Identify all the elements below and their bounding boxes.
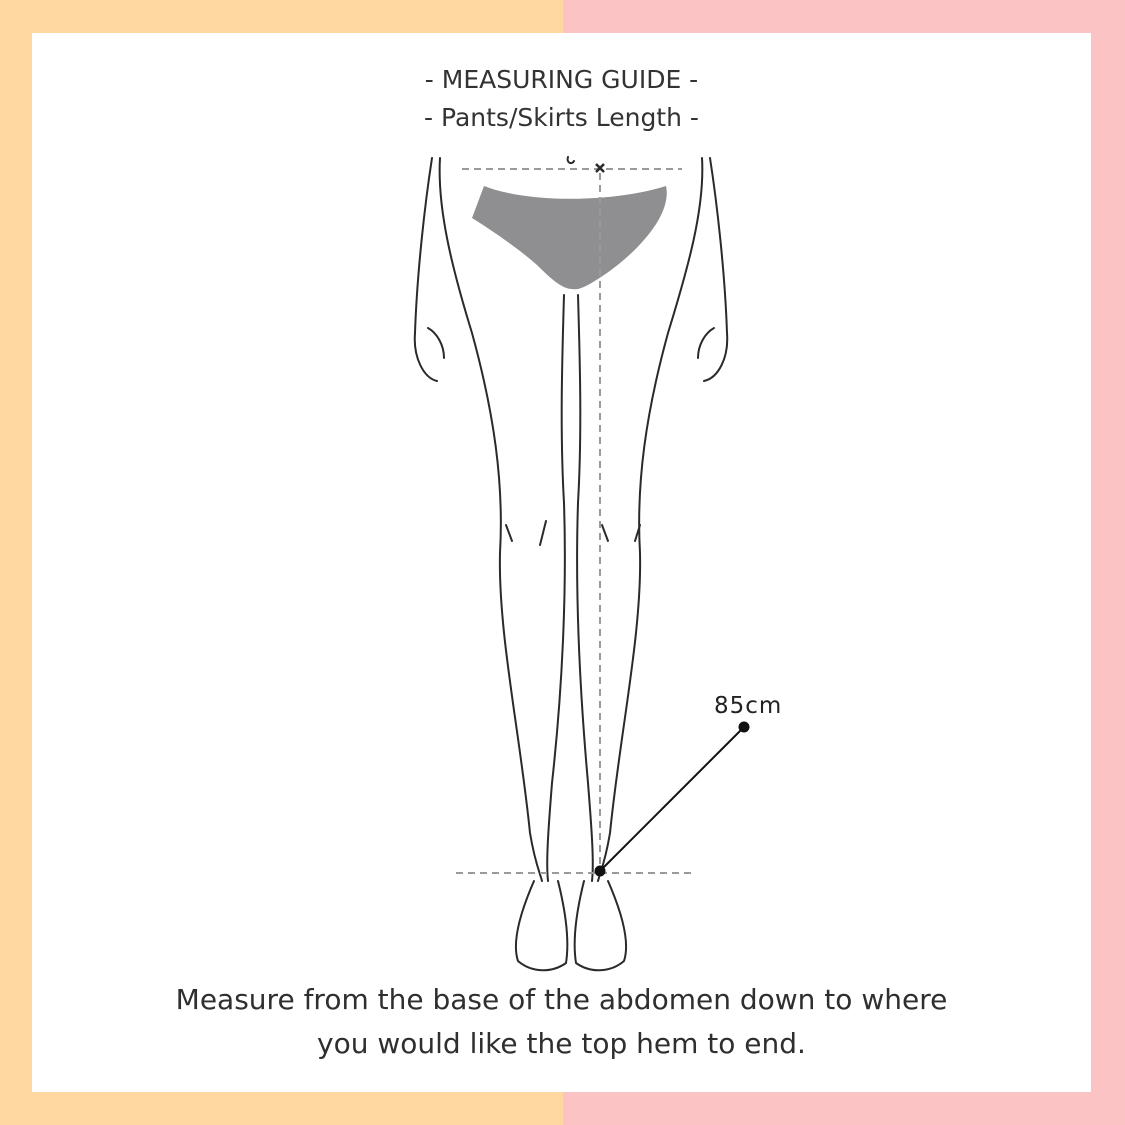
left-outer-leg-outline	[438, 157, 543, 882]
underwear-icon	[472, 186, 667, 290]
left-knee-mark-1	[505, 524, 513, 542]
right-knee-mark-2	[634, 524, 641, 542]
right-inner-leg-outline	[576, 294, 594, 882]
measurement-label: 85cm	[714, 693, 783, 719]
right-arm-outline	[703, 157, 729, 382]
guide-title: - MEASURING GUIDE -	[424, 65, 699, 94]
right-knee-mark-1	[601, 524, 609, 542]
pointer-line	[599, 726, 745, 872]
left-inner-leg-outline	[546, 294, 566, 882]
right-foot-outline	[573, 880, 627, 972]
pointer-end-dot	[738, 721, 750, 733]
guide-card: - MEASURING GUIDE - - Pants/Skirts Lengt…	[32, 33, 1091, 1092]
guide-subtitle: - Pants/Skirts Length -	[424, 103, 699, 132]
caption-line-1: Measure from the base of the abdomen dow…	[175, 983, 948, 1016]
right-outer-leg-outline	[597, 157, 704, 882]
top-cross-marker	[595, 163, 605, 173]
right-hand-outline	[697, 327, 715, 359]
left-knee-mark-2	[539, 520, 547, 546]
measurement-point-dot	[594, 865, 606, 877]
navel-mark	[566, 156, 575, 165]
body-diagram	[413, 156, 750, 972]
left-foot-outline	[515, 880, 569, 972]
left-arm-outline	[413, 157, 438, 382]
caption-line-2: you would like the top hem to end.	[317, 1027, 806, 1060]
left-hand-outline	[427, 327, 445, 359]
